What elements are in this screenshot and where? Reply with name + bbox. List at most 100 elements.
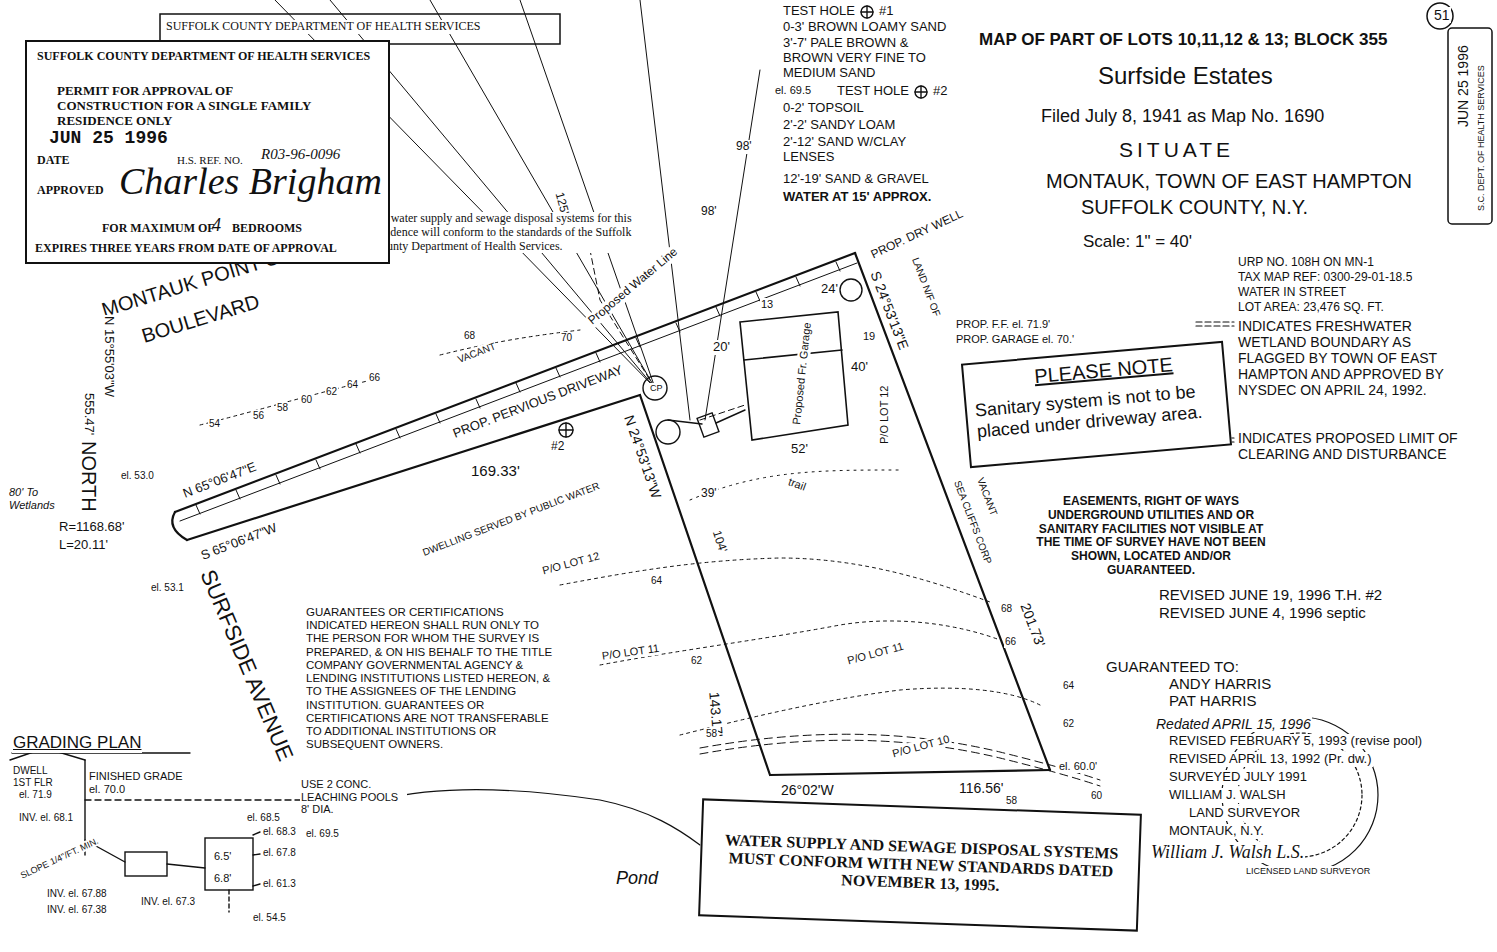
map-label: 52' [790, 442, 809, 457]
easement-line [180, 262, 857, 521]
map-label: 1ST FLR [12, 777, 54, 789]
map-label: el. 71.9 [18, 789, 53, 801]
map-label: L=20.11' [58, 538, 109, 553]
map-label: #1 [878, 4, 894, 19]
map-label: SUFFOLK COUNTY, N.Y. [1080, 196, 1309, 219]
test-hole-symbol [565, 423, 566, 437]
map-label: 58 [1005, 795, 1018, 807]
map-label: REVISED JUNE 19, 1996 T.H. #2 [1158, 586, 1383, 603]
map-label: William J. Walsh L.S. [1150, 842, 1305, 863]
box-text: Sanitary system is not to be placed unde… [974, 379, 1222, 442]
map-label: PROP. F.F. el. 71.9' [955, 318, 1051, 331]
map-label: 98' [735, 140, 753, 154]
map-label: el. 53.0 [120, 470, 155, 482]
dwelling-footprint [744, 350, 842, 360]
map-label: 60 [1090, 790, 1103, 802]
box-text: Charles Brigham [119, 160, 382, 204]
map-label: 24' [820, 282, 839, 297]
box-text: WATER SUPPLY AND SEWAGE DISPOSAL SYSTEMS… [711, 830, 1131, 900]
map-label: REVISED APRIL 13, 1992 (Pr. dw.) [1168, 752, 1373, 767]
box-text: JUN 25 1996 [49, 128, 168, 149]
map-label: SURFSIDE AVENUE [195, 565, 299, 765]
map-label: JUN 25 1996 [1455, 44, 1471, 128]
stamp-ray [705, 70, 760, 420]
grading-section [253, 884, 260, 886]
map-label: el. 60.0' [1058, 760, 1098, 773]
map-label: 62 [1062, 718, 1075, 730]
map-label: INV. el. 67.38 [46, 904, 108, 916]
map-label: Redated APRIL 15, 1996 [1155, 716, 1312, 732]
health-stamp-frame [1448, 28, 1492, 224]
map-label: 104' [709, 528, 730, 555]
map-label: NORTH [77, 440, 100, 513]
map-label: #2 [932, 84, 948, 99]
map-label: INV. el. 67.3 [140, 896, 196, 908]
dry-well [840, 279, 862, 301]
map-label: 58 [276, 402, 289, 414]
pond-shore [380, 790, 700, 845]
map-label: WATER AT 15' APPROX. [782, 190, 932, 205]
grading-section [228, 890, 229, 912]
box-text: APPROVED [37, 184, 104, 198]
grading-section [125, 852, 167, 876]
map-label: 64 [650, 575, 663, 587]
legend-sample [1196, 325, 1234, 326]
contour-line [560, 558, 990, 602]
septic-system [643, 376, 745, 444]
map-label: el. 54.5 [252, 912, 287, 924]
septic-system [697, 413, 719, 437]
map-label: 201.73' [1017, 600, 1049, 650]
box-text: DATE [37, 154, 69, 168]
map-label: 20' [712, 340, 731, 355]
map-label: 54 [208, 418, 221, 430]
map-label: PROP. GARAGE el. 70.' [955, 333, 1075, 346]
grading-section [85, 799, 300, 800]
map-label: 70 [560, 332, 573, 344]
map-label: INV. el. 68.1 [18, 812, 74, 824]
map-label: REVISED FEBRUARY 5, 1993 (revise pool) [1168, 734, 1423, 749]
septic-system [643, 376, 667, 400]
map-label: 26°02'W [780, 782, 835, 798]
map-label: the water supply and sewage disposal sys… [372, 212, 636, 253]
dry-well [840, 279, 862, 301]
box-text: FOR MAXIMUM OF [102, 222, 215, 236]
map-label: el. 53.1 [150, 582, 185, 594]
map-label: 12'-19' SAND & GRAVEL [782, 172, 930, 187]
map-label: el. 68.5 [246, 812, 281, 824]
map-label: 19 [862, 330, 876, 343]
map-label: 66 [368, 372, 381, 384]
legend-text: INDICATES FRESHWATER WETLAND BOUNDARY AS… [1237, 318, 1469, 398]
box-text: EXPIRES THREE YEARS FROM DATE OF APPROVA… [35, 242, 337, 256]
map-label: 3'-7' PALE BROWN & BROWN VERY FINE TO ME… [782, 36, 962, 81]
map-label: 60 [300, 394, 313, 406]
map-label: P/O LOT 11 [845, 640, 906, 668]
legend-text: INDICATES PROPOSED LIMIT OF CLEARING AND… [1237, 430, 1459, 462]
wetland-boundary [700, 734, 1100, 786]
test-hole-symbol [559, 423, 573, 437]
map-label: Filed July 8, 1941 as Map No. 1690 [1040, 106, 1325, 127]
map-label: CP [649, 383, 664, 393]
map-label: VACANT [455, 340, 498, 366]
property-line [172, 253, 1050, 775]
test-hole-symbol [866, 6, 867, 18]
map-label: REVISED JUNE 4, 1996 septic [1158, 604, 1367, 621]
grading-section [253, 854, 260, 855]
map-label: 51 [1433, 7, 1451, 23]
map-label: EASEMENTS, RIGHT OF WAYS UNDERGROUND UTI… [1030, 495, 1272, 578]
contour-line [200, 378, 380, 425]
map-label: WATER IN STREET [1237, 286, 1347, 300]
map-label: LOT AREA: 23,476 SQ. FT. [1237, 301, 1385, 315]
map-label: #2 [550, 440, 565, 454]
box-text: SUFFOLK COUNTY DEPARTMENT OF HEALTH SERV… [37, 50, 370, 64]
standards-stamp: WATER SUPPLY AND SEWAGE DISPOSAL SYSTEMS… [698, 798, 1142, 931]
grading-section [10, 748, 300, 912]
map-label: 116.56' [958, 780, 1004, 796]
map-label: URP NO. 108H ON MN-1 [1237, 256, 1375, 270]
map-label: GRADING PLAN [12, 733, 142, 753]
map-label: 66 [1004, 636, 1017, 648]
test-hole-symbol [861, 6, 873, 18]
map-label: Proposed Water Line [585, 245, 681, 329]
septic-system [656, 420, 680, 444]
map-label: 68 [1000, 603, 1013, 615]
map-label: DWELL [12, 765, 48, 777]
